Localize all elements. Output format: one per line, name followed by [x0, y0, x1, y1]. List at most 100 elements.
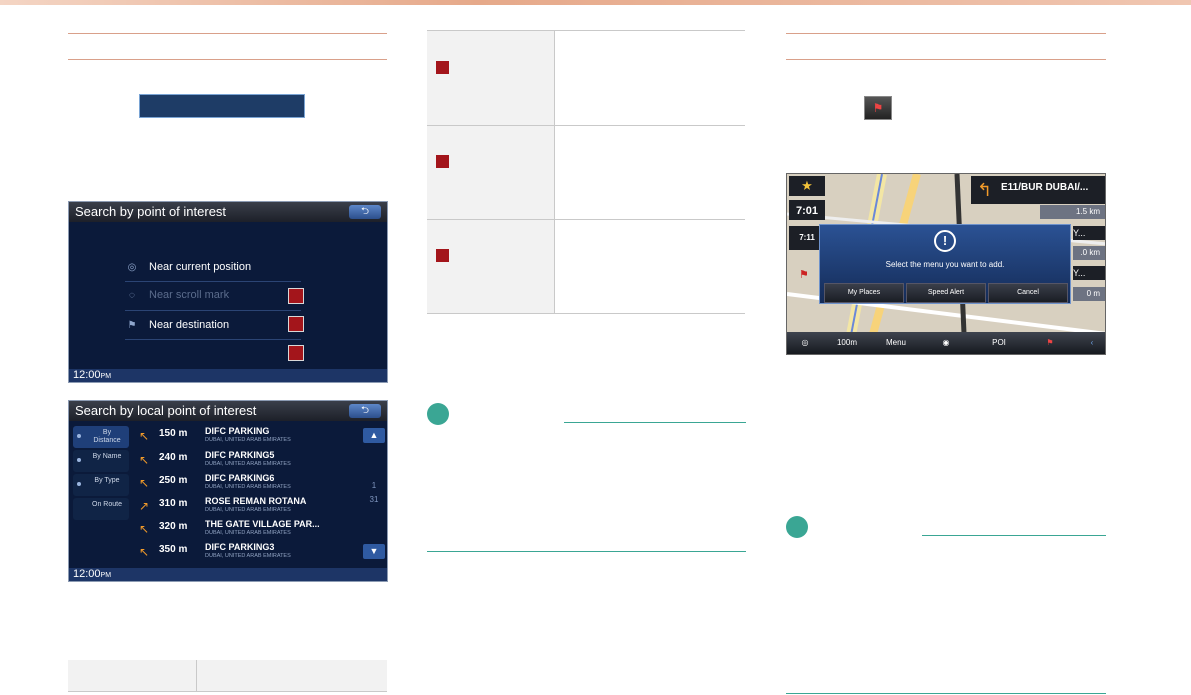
gps-icon[interactable]: ◉ — [942, 338, 950, 347]
scroll-down-button[interactable]: ▼ — [363, 544, 385, 559]
alert-icon: ! — [934, 230, 956, 252]
direction-arrow-icon: ↖ — [139, 522, 150, 536]
tab-label: By Name — [92, 453, 122, 460]
tab-label: By Distance — [93, 429, 121, 444]
clock-suffix: PM — [100, 373, 112, 380]
turn-panel: ↰ E11/BUR DUBAI/... — [971, 176, 1105, 204]
highlight-bar — [139, 94, 305, 118]
direction-arrow-icon: ↖ — [139, 453, 150, 467]
poi-name: THE GATE VILLAGE PAR... — [205, 519, 320, 529]
favorite-star-icon[interactable]: ★ — [789, 176, 825, 196]
poi-button[interactable]: POI — [992, 338, 1006, 347]
radio-icon — [77, 458, 81, 462]
table-rule — [427, 30, 745, 31]
road-name: E11/BUR DUBAI/... — [1001, 182, 1089, 193]
poi-distance: 310 m — [159, 498, 188, 509]
local-poi-screen: Search by local point of interest ⮌ By D… — [68, 400, 388, 582]
arrival-time: 7:01 — [789, 200, 825, 220]
option-label: Near current position — [149, 261, 252, 273]
tab-by-name[interactable]: By Name — [73, 450, 129, 472]
info-icon — [427, 403, 449, 425]
chevron-left-icon[interactable]: ‹ — [1090, 338, 1094, 347]
direction-arrow-icon: ↗ — [139, 499, 150, 513]
poi-distance: 240 m — [159, 452, 188, 463]
table-rule — [427, 219, 745, 220]
road-label: Y... — [1073, 226, 1105, 240]
add-waypoint-icon: ⚑ — [864, 96, 892, 120]
option-label: Near destination — [149, 319, 230, 331]
callout-marker — [436, 155, 449, 168]
local-screen-title: Search by local point of interest — [69, 401, 387, 421]
tab-label: By Type — [94, 477, 120, 484]
table-label-column — [427, 31, 554, 313]
tab-on-route[interactable]: On Route — [73, 498, 129, 520]
page-current: 1 — [371, 481, 377, 490]
callout-marker — [436, 249, 449, 262]
dialog-message: Select the menu you want to add. — [885, 260, 1005, 269]
table-rule — [427, 125, 745, 126]
section-rule — [786, 59, 1106, 60]
section-rule — [68, 33, 387, 34]
distance-label: 1.5 km — [1040, 205, 1105, 219]
divider — [125, 281, 301, 282]
poi-distance: 250 m — [159, 475, 188, 486]
table-header — [68, 660, 387, 691]
callout-marker — [436, 61, 449, 74]
radio-icon — [77, 434, 81, 438]
back-button[interactable]: ⮌ — [349, 205, 381, 219]
status-bar: 12:00PM — [69, 568, 387, 581]
speed-alert-button[interactable]: Speed Alert — [906, 283, 986, 303]
option-near-scroll-mark: ◌ Near scroll mark — [125, 289, 229, 301]
tab-by-distance[interactable]: By Distance — [73, 426, 129, 448]
poi-distance: 350 m — [159, 544, 188, 555]
cancel-button[interactable]: Cancel — [988, 283, 1068, 303]
back-button[interactable]: ⮌ — [349, 404, 381, 418]
poi-name: DIFC PARKING5 — [205, 450, 275, 460]
section-rule — [68, 59, 387, 60]
option-near-destination[interactable]: ⚑ Near destination — [125, 319, 230, 331]
table-divider — [196, 660, 197, 691]
tab-by-type[interactable]: By Type — [73, 474, 129, 496]
poi-name: DIFC PARKING3 — [205, 542, 275, 552]
my-places-button[interactable]: My Places — [824, 283, 904, 303]
poi-address: DUBAI, UNITED ARAB EMIRATES — [205, 484, 291, 490]
flag-icon: ⚑ — [127, 320, 137, 331]
waypoint-flag-icon[interactable]: ⚑ — [1046, 338, 1054, 347]
radio-icon — [77, 482, 81, 486]
status-bar: 12:00PM — [69, 369, 387, 382]
poi-name: DIFC PARKING6 — [205, 473, 275, 483]
table-divider — [554, 31, 555, 313]
page-total: 31 — [369, 495, 379, 504]
table-rule — [68, 691, 387, 692]
callout-marker — [288, 316, 304, 332]
map-screen: ★ 7:01 7:11 ⚑ ↰ E11/BUR DUBAI/... 1.5 km… — [786, 173, 1106, 355]
option-near-current-position[interactable]: ◎Near current position — [125, 261, 251, 273]
note-rule — [786, 693, 1106, 694]
road-label: Y... — [1073, 266, 1105, 280]
map-bottom-bar: ◎ 100m Menu ◉ POI ⚑ ‹ — [787, 332, 1105, 354]
scroll-mark-icon: ◌ — [129, 290, 135, 301]
tab-label: On Route — [92, 501, 122, 508]
distance-label: 0 m — [1073, 287, 1105, 301]
option-label: Near scroll mark — [149, 289, 230, 301]
table-rule — [427, 313, 745, 314]
poi-search-screen: Search by point of interest ⮌ ◎Near curr… — [68, 201, 388, 383]
destination-flag-icon: ⚑ — [799, 269, 809, 281]
direction-arrow-icon: ↖ — [139, 476, 150, 490]
map-scale[interactable]: 100m — [836, 338, 857, 347]
scroll-column: ▲ 1 31 ▼ — [363, 425, 385, 567]
menu-button[interactable]: Menu — [885, 338, 906, 347]
poi-address: DUBAI, UNITED ARAB EMIRATES — [205, 507, 291, 513]
poi-name: DIFC PARKING — [205, 426, 270, 436]
compass-icon[interactable]: ◎ — [801, 338, 809, 347]
scroll-up-button[interactable]: ▲ — [363, 428, 385, 443]
poi-address: DUBAI, UNITED ARAB EMIRATES — [205, 461, 291, 467]
note-rule — [427, 551, 746, 552]
top-accent-bar — [0, 0, 1191, 5]
